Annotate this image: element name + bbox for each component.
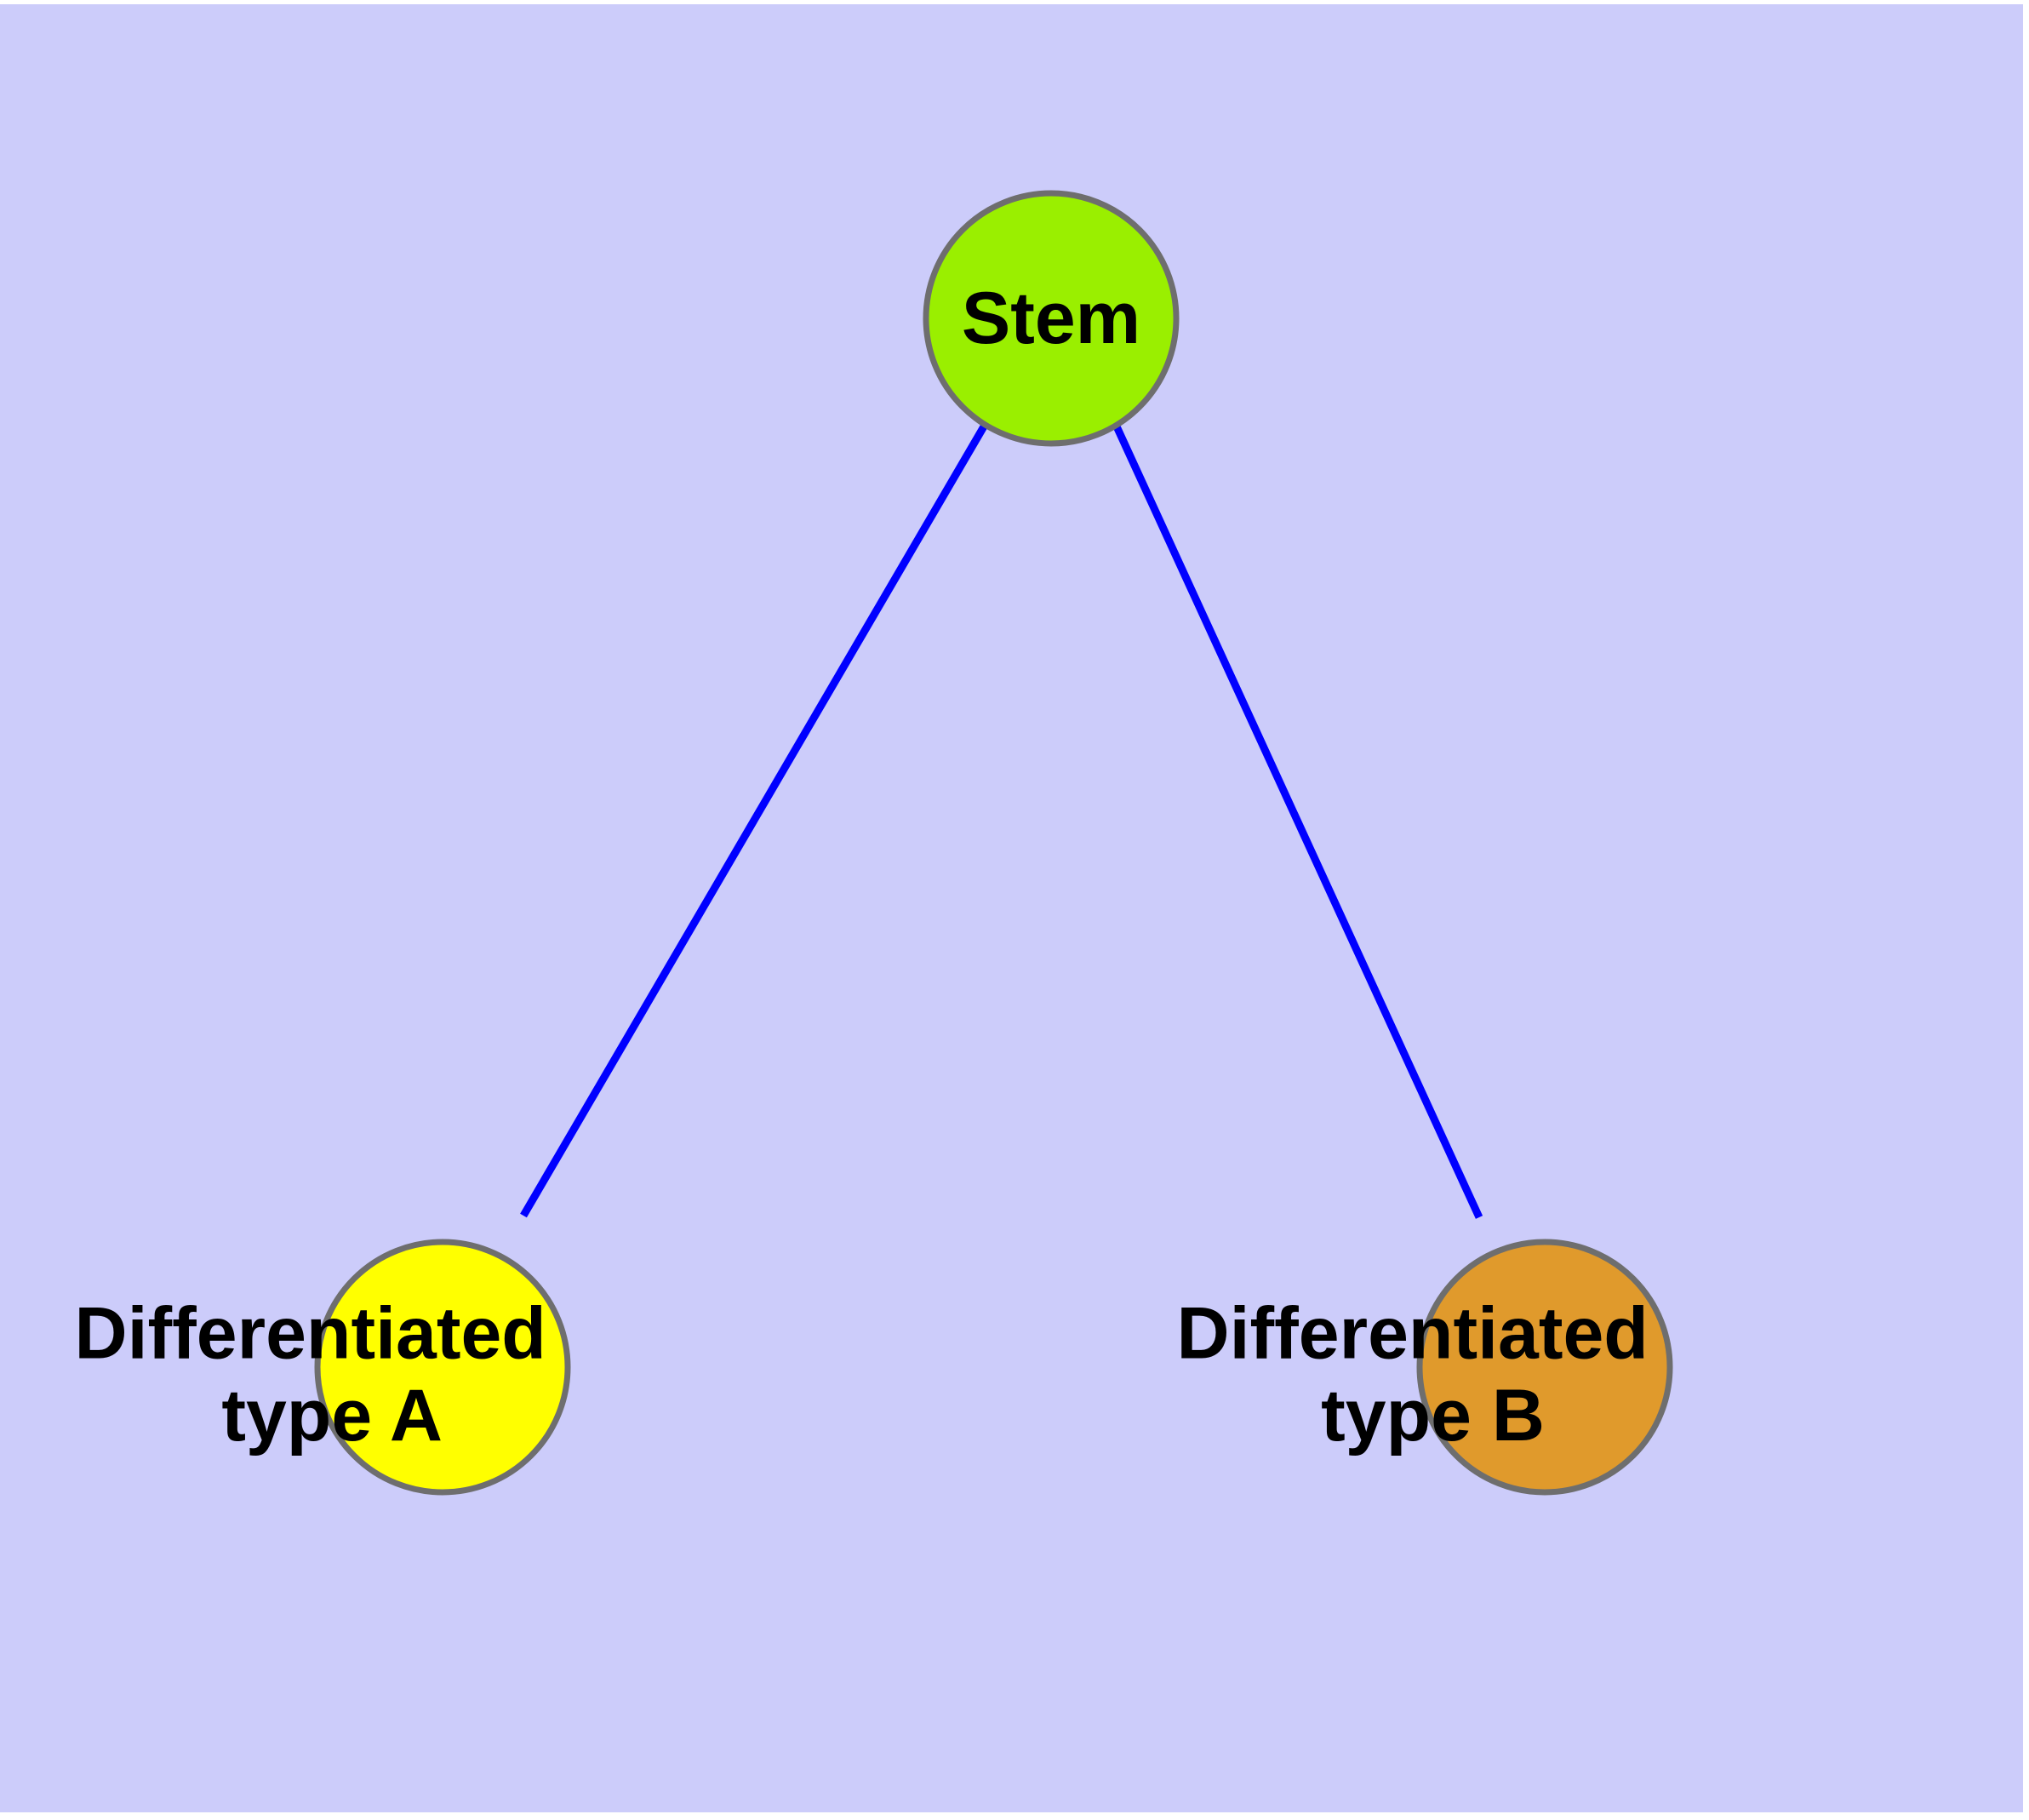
label-line-1: Differentiated [75,1293,546,1375]
label-line-1: Differentiated [1177,1293,1649,1375]
cell-differentiation-graph: Stem Differentiated type A Differentiate… [75,190,1913,1496]
node-differentiated-type-b-label: Differentiated type B [1177,1293,1913,1457]
label-line-2: type A [221,1375,441,1457]
diagram-plot-area: Stem Differentiated type A Differentiate… [0,4,2023,1812]
node-stem-label: Stem [962,278,1140,359]
node-differentiated-type-a-label: Differentiated type A [75,1293,811,1457]
node-differentiated-type-b[interactable]: Differentiated type B [1177,1239,1913,1496]
node-differentiated-type-b-circle[interactable] [1416,1239,1673,1496]
node-differentiated-type-a[interactable]: Differentiated type A [75,1239,811,1496]
label-line-2: type B [1321,1375,1545,1457]
edge-stem-to-differentiated-type-a[interactable] [520,424,987,1218]
edge-stem-to-differentiated-type-b[interactable] [1112,425,1483,1219]
node-stem-circle[interactable] [923,190,1180,447]
edge-layer [520,424,1483,1219]
node-differentiated-type-a-circle[interactable] [314,1239,571,1496]
node-stem[interactable]: Stem [923,190,1180,447]
node-layer: Stem Differentiated type A Differentiate… [75,190,1913,1496]
